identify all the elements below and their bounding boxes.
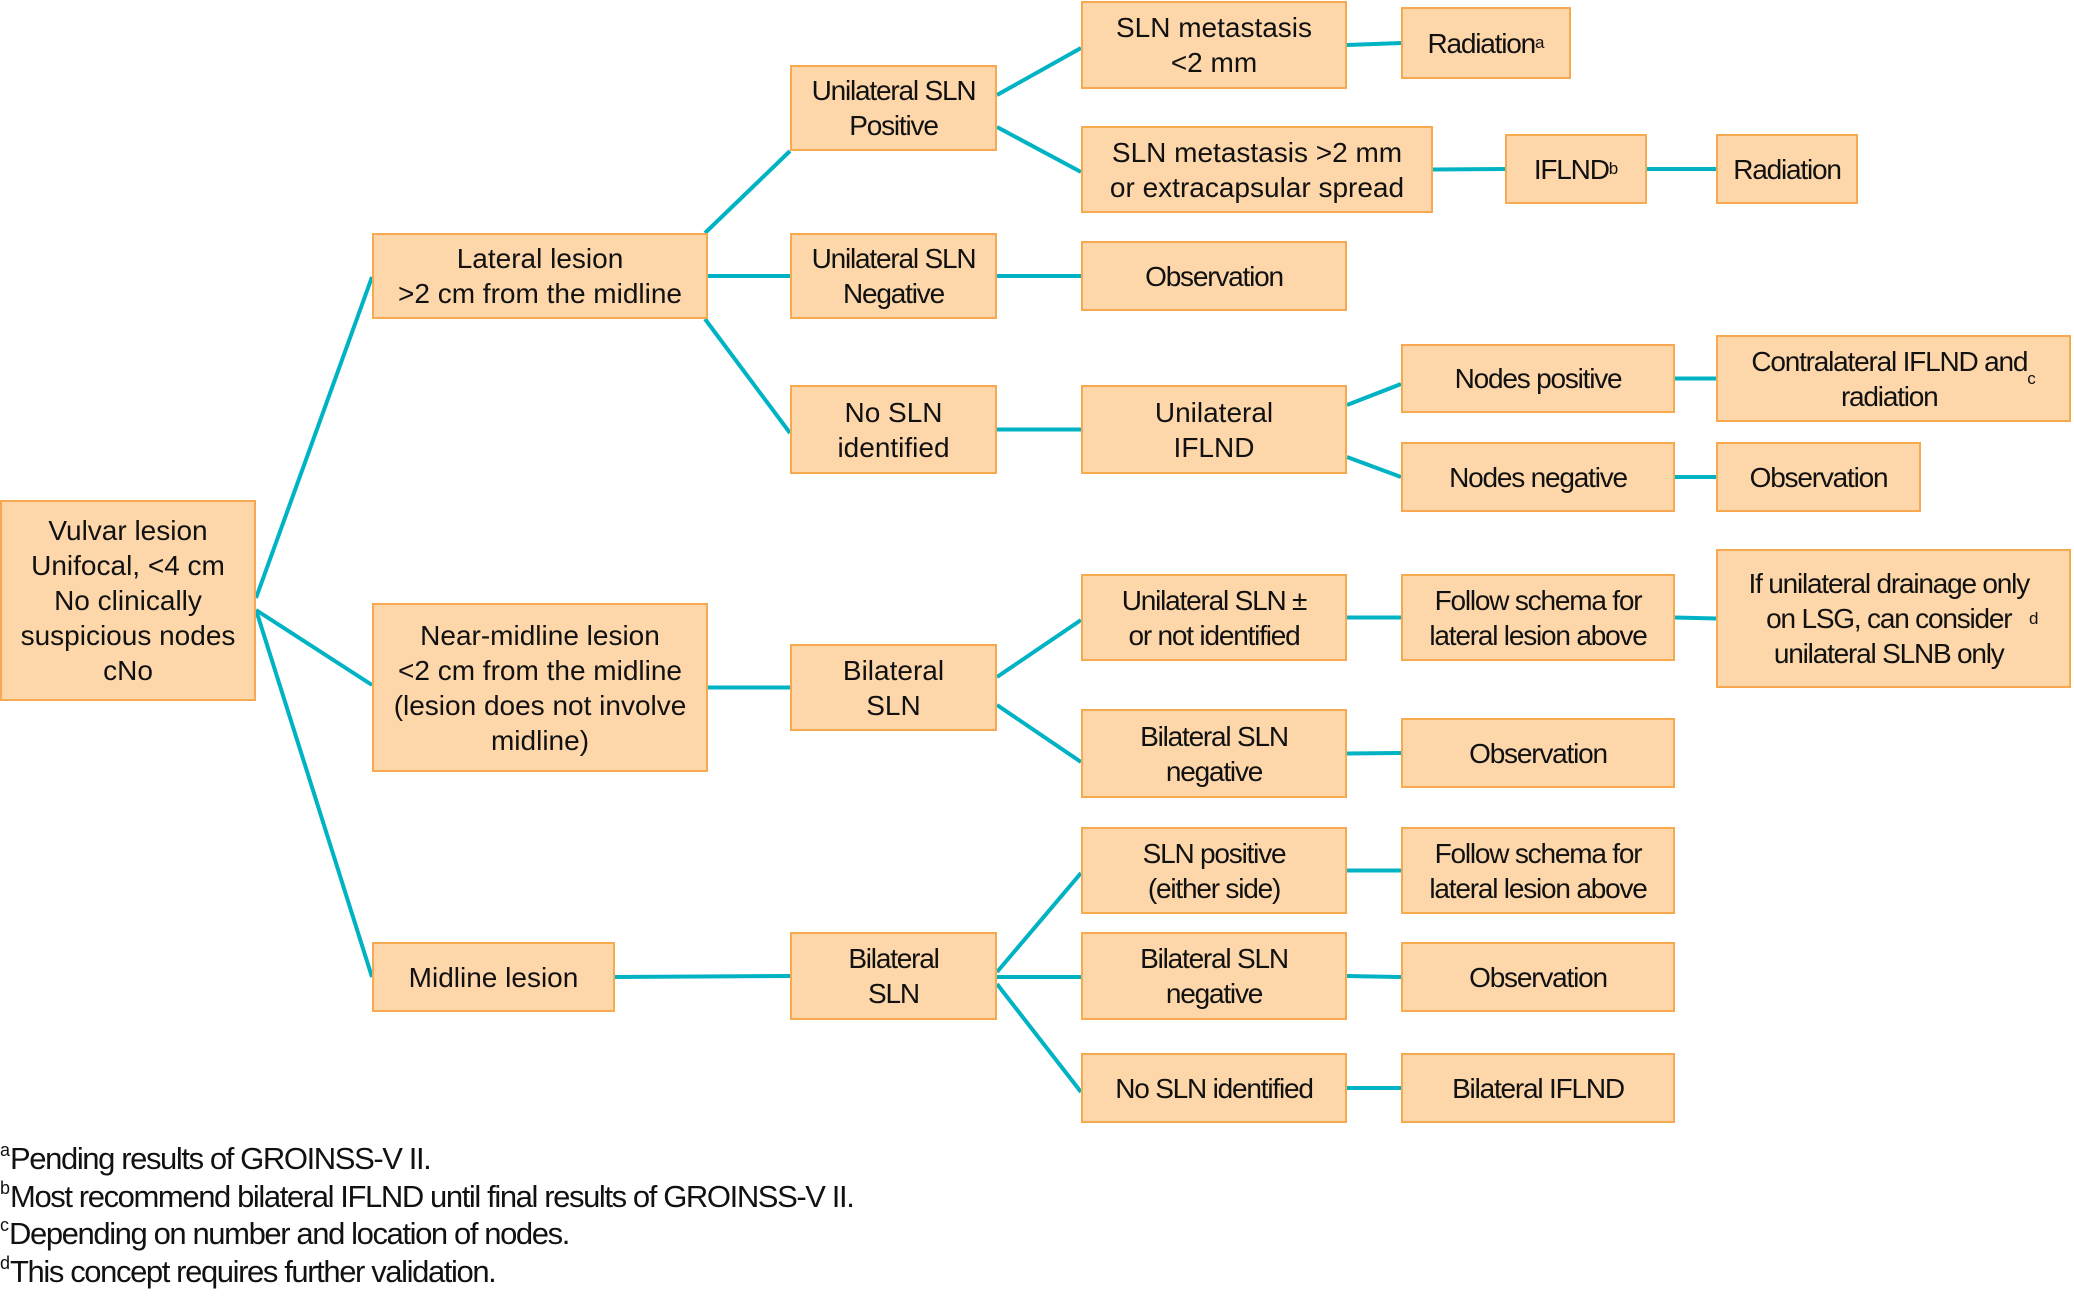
- node-label: Nodes positive: [1454, 363, 1623, 394]
- node-observation-midline: Observation: [1401, 942, 1675, 1012]
- footnote-marker: d: [0, 1252, 11, 1273]
- node-label: Unilateral SLN Positive: [811, 75, 977, 141]
- node-label: Near-midline lesion <2 cm from the midli…: [393, 619, 687, 756]
- node-label: Unilateral IFLND: [1154, 396, 1274, 463]
- node-label: Follow schema for lateral lesion above: [1429, 837, 1647, 904]
- connector-bil_sln_mid-to-no_sln_mid: [995, 982, 1083, 1094]
- node-label: Bilateral SLN: [842, 654, 945, 721]
- node-label: IFLND: [1533, 153, 1610, 185]
- node-no-sln-identified-lateral: No SLN identified: [790, 385, 997, 474]
- node-midline-lesion: Midline lesion: [372, 942, 615, 1012]
- node-unilateral-sln-positive: Unilateral SLN Positive: [790, 65, 997, 151]
- connector-bil_sln_near-to-bil_neg_near: [995, 703, 1083, 764]
- connector-follow_near-to-if_unilateral: [1674, 615, 1717, 621]
- footnote-text: Pending results of GROINSS-V II.: [10, 1141, 432, 1176]
- connector-uni_sln_pos-to-met_gt2: [996, 125, 1082, 174]
- footnote-marker: c: [0, 1215, 9, 1235]
- node-label: Lateral lesion >2 cm from the midline: [398, 243, 682, 309]
- node-unilateral-sln-or-not-identified: Unilateral SLN ± or not identified: [1081, 574, 1347, 661]
- node-label: If unilateral drainage only on LSG, can …: [1748, 568, 2031, 669]
- connector-uni_sln_pos-to-met_lt2: [996, 46, 1082, 97]
- node-label: Midline lesion: [408, 961, 579, 993]
- node-bilateral-sln-near-midline: Bilateral SLN: [790, 644, 997, 731]
- node-observation-nodes-negative: Observation: [1716, 442, 1921, 512]
- node-unilateral-sln-negative: Unilateral SLN Negative: [790, 233, 997, 319]
- node-label: Unilateral SLN ± or not identified: [1121, 584, 1308, 651]
- node-bilateral-iflnd: Bilateral IFLND: [1401, 1053, 1675, 1123]
- node-nodes-positive: Nodes positive: [1401, 344, 1675, 413]
- node-sln-metastasis-gt-2mm: SLN metastasis >2 mm or extracapsular sp…: [1081, 126, 1433, 213]
- node-label: Vulvar lesion Unifocal, <4 cm No clinica…: [20, 515, 236, 686]
- node-vulvar-lesion: Vulvar lesion Unifocal, <4 cm No clinica…: [0, 500, 256, 701]
- connector-bil_neg_mid-to-obs_mid: [1346, 974, 1402, 979]
- node-sln-positive-either-side: SLN positive (either side): [1081, 827, 1347, 914]
- footnote-c: cDepending on number and location of nod…: [0, 1215, 853, 1253]
- node-unilateral-iflnd: Unilateral IFLND: [1081, 385, 1347, 474]
- node-near-midline-lesion: Near-midline lesion <2 cm from the midli…: [372, 603, 708, 772]
- node-sln-metastasis-lt-2mm: SLN metastasis <2 mm: [1081, 1, 1347, 89]
- node-label: SLN positive (either side): [1142, 837, 1287, 904]
- node-label: Observation: [1145, 260, 1284, 292]
- node-label: Unilateral SLN Negative: [811, 243, 977, 309]
- node-label: Nodes negative: [1449, 461, 1628, 493]
- footnote-b: bMost recommend bilateral IFLND until fi…: [0, 1177, 855, 1216]
- node-label: Contralateral IFLND and radiation: [1751, 345, 2028, 412]
- node-label: Radiation: [1427, 27, 1537, 59]
- node-if-unilateral-drainage: If unilateral drainage only on LSG, can …: [1716, 549, 2071, 688]
- node-label: Observation: [1469, 961, 1608, 993]
- node-follow-schema-midline: Follow schema for lateral lesion above: [1401, 827, 1675, 914]
- node-label: No SLN identified: [1115, 1072, 1314, 1104]
- connector-bil_neg_near-to-obs_near: [1346, 751, 1402, 756]
- node-nodes-negative: Nodes negative: [1401, 442, 1675, 512]
- node-observation-lateral: Observation: [1081, 241, 1347, 311]
- node-observation-near: Observation: [1401, 718, 1675, 788]
- node-label: SLN metastasis >2 mm or extracapsular sp…: [1109, 136, 1405, 203]
- connector-root-to-lateral: [254, 276, 374, 599]
- node-no-sln-identified-midline: No SLN identified: [1081, 1053, 1347, 1123]
- node-label: Bilateral IFLND: [1452, 1072, 1625, 1104]
- connector-root-to-near_midline: [254, 608, 374, 687]
- connector-midline-to-bil_sln_mid: [614, 974, 791, 979]
- node-bilateral-sln-negative-near: Bilateral SLN negative: [1081, 709, 1347, 798]
- node-label: Follow schema for lateral lesion above: [1429, 584, 1647, 651]
- connector-met_lt2-to-radiation_a: [1346, 41, 1402, 47]
- node-label: Bilateral SLN negative: [1140, 720, 1289, 787]
- node-label: Bilateral SLN negative: [1140, 943, 1289, 1009]
- footnote-d: dThis concept requires further validatio…: [0, 1253, 853, 1291]
- connector-root-to-midline: [254, 609, 374, 978]
- node-bilateral-sln-midline: Bilateral SLN: [790, 932, 997, 1020]
- node-label: No SLN identified: [837, 396, 950, 463]
- node-label: Observation: [1469, 737, 1608, 769]
- footnote-text: Depending on number and location of node…: [9, 1216, 570, 1251]
- connector-lateral-to-no_sln_lat: [703, 317, 792, 435]
- node-label: SLN metastasis <2 mm: [1115, 12, 1313, 78]
- footnote-marker: a: [0, 1140, 11, 1160]
- footnote-a: aPending results of GROINSS-V II.: [0, 1140, 853, 1178]
- node-label: Bilateral SLN: [848, 943, 940, 1009]
- footnote-text: Most recommend bilateral IFLND until fin…: [10, 1178, 855, 1214]
- connector-met_gt2-to-iflnd_b: [1432, 167, 1506, 172]
- node-bilateral-sln-negative-midline: Bilateral SLN negative: [1081, 932, 1347, 1020]
- node-label: Radiation: [1733, 153, 1842, 185]
- connector-lateral-to-uni_sln_pos: [703, 149, 792, 235]
- node-lateral-lesion: Lateral lesion >2 cm from the midline: [372, 233, 708, 319]
- connector-uni_iflnd-to-nodes_neg: [1346, 455, 1402, 479]
- connector-uni_iflnd-to-nodes_pos: [1346, 382, 1402, 407]
- connector-bil_sln_mid-to-sln_pos_either: [995, 871, 1083, 974]
- node-radiation: Radiation: [1716, 134, 1858, 204]
- footnote-marker: b: [0, 1177, 11, 1198]
- node-follow-schema-near: Follow schema for lateral lesion above: [1401, 574, 1675, 661]
- footnote-text: This concept requires further validation…: [10, 1253, 497, 1289]
- connector-bil_sln_near-to-uni_sln_pm: [995, 618, 1083, 679]
- footnotes: aPending results of GROINSS-V II. bMost …: [0, 1140, 855, 1291]
- node-label: Observation: [1749, 461, 1889, 493]
